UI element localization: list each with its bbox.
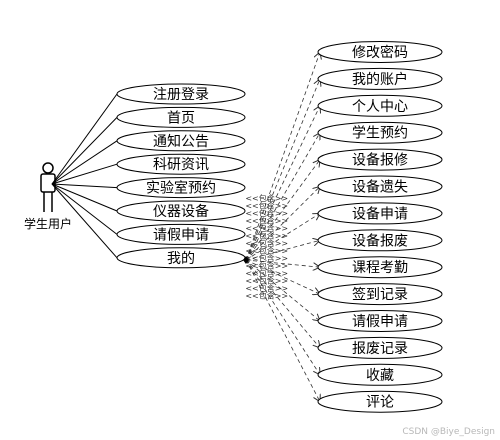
use-case-label: 仪器设备 — [153, 203, 209, 220]
include-arrow — [245, 259, 320, 321]
use-case-ellipse — [317, 41, 443, 63]
association-line — [51, 163, 118, 185]
include-arrow — [245, 213, 320, 261]
use-case-label: 首页 — [167, 110, 195, 126]
include-arrow — [245, 106, 320, 261]
use-case-label: 报废记录 — [352, 341, 408, 357]
include-arrow — [245, 133, 320, 261]
use-case-label: 注册登录 — [153, 87, 209, 103]
include-arrow — [245, 187, 320, 261]
use-case-ellipse — [116, 200, 246, 222]
include-label: <<包含>> — [245, 283, 288, 293]
include-relationships: <<包含>><<包含>><<包含>><<包含>><<包含>><<包含>><<包含… — [245, 52, 320, 402]
use-case-label: 课程考勤 — [352, 260, 408, 276]
include-label: <<包含>> — [245, 238, 288, 248]
use-case-ellipse — [116, 177, 246, 199]
include-arrow — [245, 259, 320, 348]
include-label: <<包含>> — [245, 230, 288, 240]
use-case-ellipse — [317, 175, 443, 198]
use-case-label: 收藏 — [366, 368, 394, 384]
use-case-label: 实验室预约 — [146, 180, 216, 197]
use-case-label: 设备遗失 — [352, 179, 408, 196]
use-case-label: 设备报废 — [352, 232, 408, 249]
use-case-ellipse — [317, 202, 443, 225]
association-line — [51, 183, 118, 212]
use-case-ellipse — [116, 130, 246, 152]
use-case-label: 设备报修 — [352, 152, 408, 169]
use-case-label: 我的 — [167, 251, 195, 267]
actor-head — [42, 162, 54, 174]
use-case-label: 请假申请 — [352, 314, 408, 330]
right-use-cases: 修改密码我的账户个人中心学生预约设备报修设备遗失设备申请设备报废课程考勤签到记录… — [317, 41, 443, 413]
include-label: <<包含>> — [245, 261, 288, 271]
use-case-label: 科研资讯 — [153, 157, 209, 173]
include-label: <<包含>> — [245, 200, 288, 210]
include-label: <<包含>> — [245, 245, 288, 255]
use-case-label: 设备申请 — [352, 205, 408, 222]
association-line — [51, 183, 118, 235]
use-case-ellipse — [317, 121, 443, 144]
include-arrow — [245, 259, 320, 375]
use-case-label: 个人中心 — [352, 99, 408, 115]
use-case-ellipse — [317, 363, 443, 386]
use-case-ellipse — [116, 223, 246, 245]
include-arrow — [245, 79, 320, 261]
use-case-ellipse — [317, 310, 443, 332]
use-case-ellipse — [317, 148, 443, 171]
include-label: <<包含>> — [245, 223, 288, 233]
use-case-label: 通知公告 — [153, 133, 209, 150]
include-origin-diamond — [243, 256, 249, 264]
association-line — [51, 93, 118, 185]
association-line — [51, 183, 118, 189]
use-case-label: 学生预约 — [352, 126, 408, 142]
association-line — [51, 183, 118, 259]
use-case-ellipse — [317, 390, 443, 413]
include-arrow — [245, 52, 320, 261]
use-case-ellipse — [317, 336, 443, 359]
use-case-ellipse — [317, 229, 443, 252]
use-case-ellipse — [317, 67, 443, 90]
use-case-label: 评论 — [366, 395, 394, 411]
use-case-ellipse — [317, 94, 443, 117]
use-case-ellipse — [317, 256, 443, 279]
use-case-ellipse — [116, 153, 246, 175]
use-case-ellipse — [116, 106, 246, 128]
use-case-ellipse — [116, 83, 246, 105]
include-label: <<包含>> — [245, 215, 288, 225]
include-label: <<包含>> — [245, 208, 288, 218]
watermark: CSDN @Biye_Design — [402, 427, 495, 437]
include-label: <<包含>> — [245, 276, 288, 286]
association-lines — [51, 93, 118, 259]
use-case-label: 请假申请 — [153, 227, 209, 243]
include-arrow — [245, 259, 320, 402]
association-line — [51, 140, 118, 185]
actor-figure — [40, 162, 56, 212]
use-case-label: 我的账户 — [352, 71, 408, 88]
include-arrow — [245, 259, 320, 267]
use-case-label: 签到记录 — [352, 286, 408, 303]
use-case-ellipse — [317, 283, 443, 306]
association-line — [51, 117, 118, 185]
use-case-label: 修改密码 — [352, 44, 408, 61]
include-label: <<包含>> — [245, 291, 288, 301]
include-label: <<包含>> — [245, 268, 288, 278]
actor-label: 学生用户 — [24, 216, 72, 231]
include-label: <<包含>> — [245, 193, 288, 203]
include-arrow — [245, 240, 320, 261]
include-label: <<包含>> — [245, 253, 288, 263]
